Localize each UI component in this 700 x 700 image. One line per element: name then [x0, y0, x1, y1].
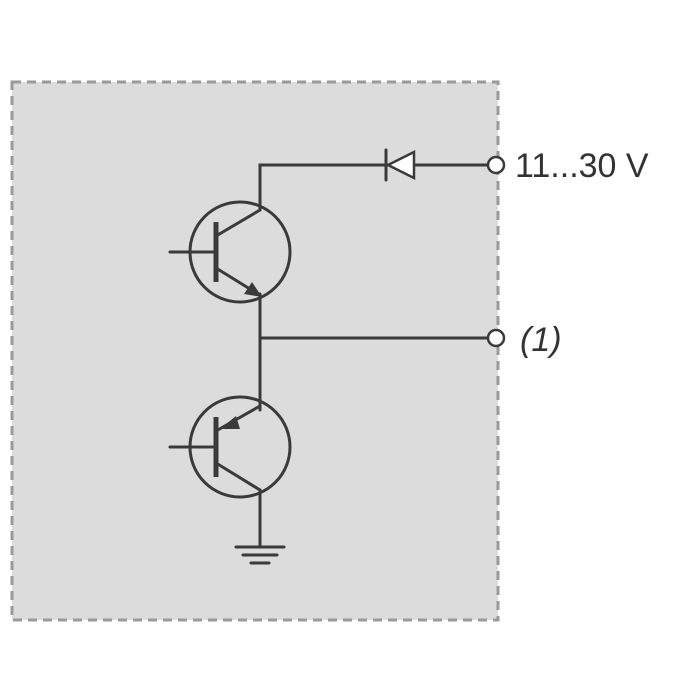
device-enclosure-box — [10, 80, 500, 622]
output-label: (1) — [520, 321, 562, 359]
npn-transistor-icon — [168, 200, 292, 304]
diode-icon — [376, 148, 418, 182]
ground-icon — [234, 545, 286, 565]
supply-terminal-icon — [486, 155, 506, 175]
output-wire — [258, 292, 490, 412]
pnp-transistor-icon — [168, 395, 292, 499]
supply-wire — [258, 163, 490, 212]
output-terminal-icon — [486, 328, 506, 348]
supply-voltage-label: 11...30 V — [515, 147, 649, 185]
